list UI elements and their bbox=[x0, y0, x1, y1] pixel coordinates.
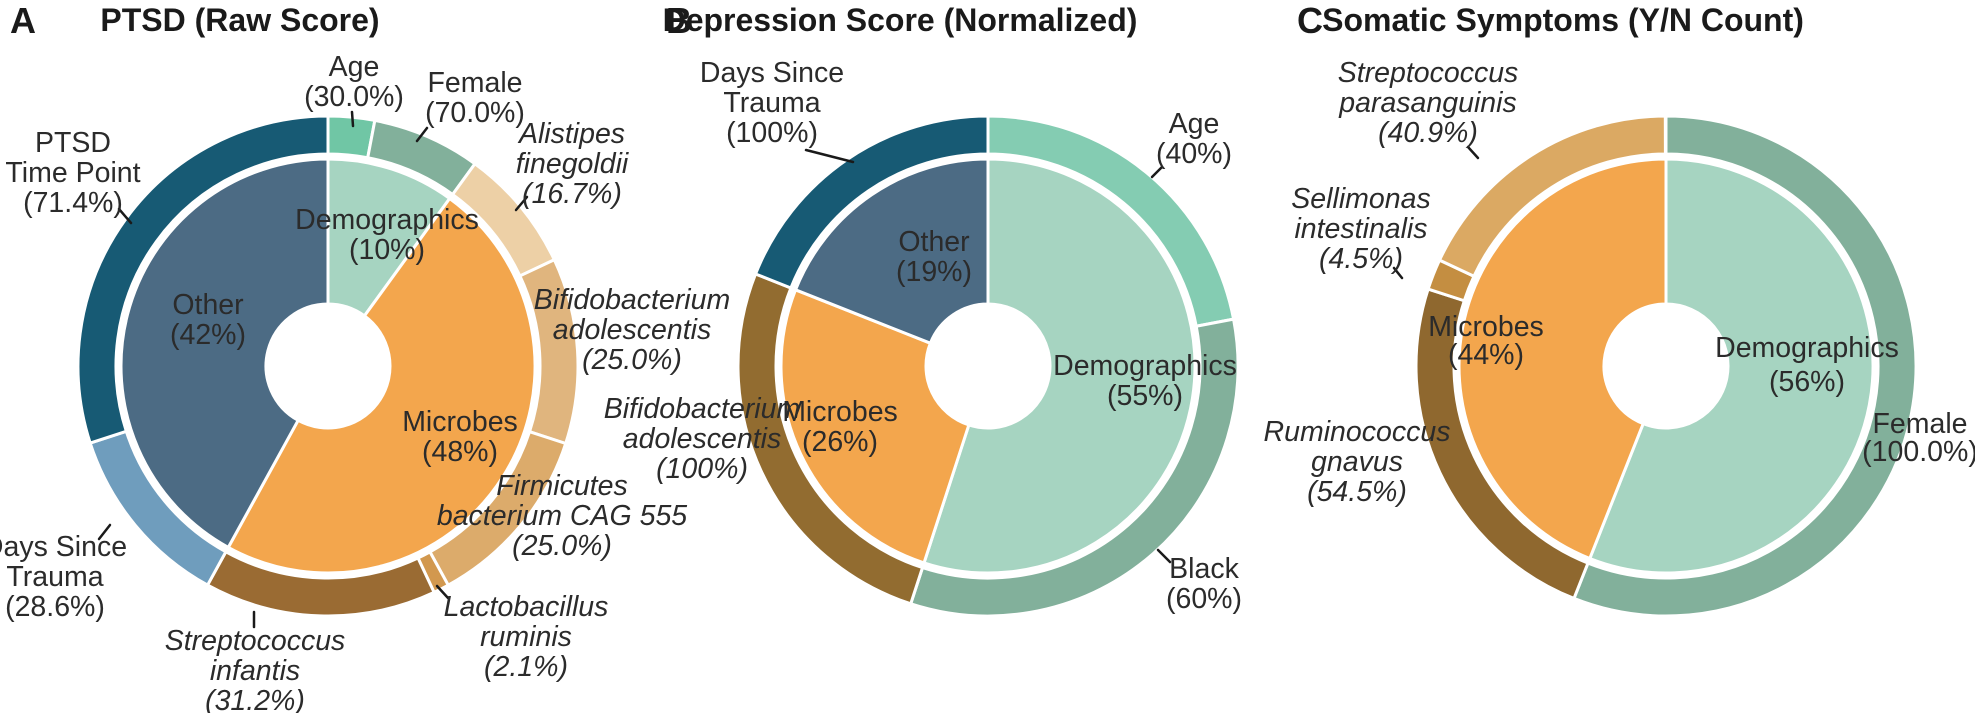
label-a-streptococcus-infantis-pct: (31.2%) bbox=[205, 685, 305, 713]
label-a-other-line-0: Other bbox=[172, 289, 244, 321]
label-a-alistipes-finegoldii-line-0: Alistipes bbox=[517, 118, 625, 150]
label-a-alistipes-finegoldii-pct: (16.7%) bbox=[522, 178, 622, 210]
label-a-days-since-trauma-line-0: Days Since bbox=[0, 531, 127, 563]
leader-line-c-1 bbox=[1392, 266, 1404, 280]
label-b-days-since-trauma-pct: (100%) bbox=[726, 117, 818, 149]
label-b-age-line-0: Age bbox=[1169, 108, 1220, 140]
label-a-firmicutes-bacterium-cag-555-line-0: Firmicutes bbox=[496, 470, 627, 502]
wedge-b-inner-demographics bbox=[922, 157, 1197, 575]
label-a-microbes-pct: (48%) bbox=[422, 436, 498, 468]
wedge-b-outer-days-since-trauma bbox=[754, 114, 990, 290]
label-a-days-since-trauma-line-1: Trauma bbox=[6, 561, 103, 593]
label-b-microbes-line-0: Microbes bbox=[782, 396, 898, 428]
leader-line-a-2 bbox=[514, 195, 529, 212]
label-c-sellimonas-intestinalis-pct: (4.5%) bbox=[1319, 243, 1403, 275]
label-a-days-since-trauma-pct: (28.6%) bbox=[5, 591, 105, 623]
label-a-ptsd-time-point-line-1: Time Point bbox=[5, 157, 140, 189]
label-c-sellimonas-intestinalis-line-0: Sellimonas bbox=[1291, 183, 1430, 215]
label-b-black-pct: (60%) bbox=[1166, 583, 1242, 615]
label-c-female-pct: (100.0%) bbox=[1862, 436, 1975, 468]
label-b-black-line-0: Black bbox=[1169, 553, 1239, 585]
wedge-b-inner-microbes bbox=[779, 288, 971, 565]
label-a-firmicutes-bacterium-cag-555-line-1: bacterium CAG 555 bbox=[437, 500, 687, 532]
label-b-microbes-pct: (26%) bbox=[802, 426, 878, 458]
label-c-microbes-pct: (44%) bbox=[1448, 339, 1524, 371]
label-b-demographics-line-0: Demographics bbox=[1053, 350, 1237, 382]
label-b-other-line-0: Other bbox=[898, 226, 970, 258]
label-b-days-since-trauma-line-1: Trauma bbox=[723, 87, 820, 119]
label-a-ptsd-time-point-pct: (71.4%) bbox=[23, 187, 123, 219]
label-a-age-line-0: Age bbox=[329, 51, 380, 83]
label-a-female-pct: (70.0%) bbox=[425, 97, 525, 129]
wedge-c-inner-demographics bbox=[1588, 157, 1875, 575]
label-c-streptococcus-parasanguinis-line-0: Streptococcus bbox=[1338, 57, 1519, 89]
panel-title-b: Depression Score (Normalized) bbox=[663, 2, 1138, 38]
label-a-ptsd-time-point-line-0: PTSD bbox=[35, 127, 111, 159]
label-a-bifidobacterium-adolescentis-line-0: Bifidobacterium bbox=[534, 284, 730, 316]
label-b-demographics-pct: (55%) bbox=[1107, 380, 1183, 412]
wedge-a-inner-demographics bbox=[326, 157, 452, 318]
label-a-bifidobacterium-adolescentis-line-1: adolescentis bbox=[553, 314, 711, 346]
leader-line-b-2 bbox=[804, 148, 855, 164]
label-a-streptococcus-infantis-line-0: Streptococcus bbox=[165, 625, 346, 657]
panel-letter-a: A bbox=[10, 0, 36, 41]
wedge-c-outer-female bbox=[1572, 114, 1918, 618]
label-b-bifidobacterium-adolescentis-pct: (100%) bbox=[656, 453, 748, 485]
label-b-other-pct: (19%) bbox=[896, 256, 972, 288]
leader-line-b-1 bbox=[1156, 548, 1172, 564]
wedge-a-outer-ptsd-time-point bbox=[76, 114, 330, 445]
label-a-lactobacillus-ruminis-pct: (2.1%) bbox=[484, 651, 568, 683]
label-a-microbes-line-0: Microbes bbox=[402, 406, 518, 438]
label-a-other-pct: (42%) bbox=[170, 319, 246, 351]
label-a-bifidobacterium-adolescentis-pct: (25.0%) bbox=[582, 344, 682, 376]
label-b-age-pct: (40%) bbox=[1156, 138, 1232, 170]
label-c-demographics-pct: (56%) bbox=[1769, 366, 1845, 398]
wedge-c-outer-streptococcus-parasanguinis bbox=[1438, 114, 1667, 278]
label-c-demographics-line-0: Demographics bbox=[1715, 332, 1899, 364]
wedge-a-inner-microbes bbox=[226, 197, 537, 575]
label-b-bifidobacterium-adolescentis-line-0: Bifidobacterium bbox=[604, 393, 800, 425]
label-a-alistipes-finegoldii-line-1: finegoldii bbox=[516, 148, 629, 180]
label-a-demographics-line-0: Demographics bbox=[295, 204, 479, 236]
leader-line-a-1 bbox=[415, 126, 429, 143]
leader-line-a-0 bbox=[350, 110, 355, 128]
label-c-streptococcus-parasanguinis-pct: (40.9%) bbox=[1378, 117, 1478, 149]
label-b-days-since-trauma-line-0: Days Since bbox=[700, 57, 844, 89]
label-c-streptococcus-parasanguinis-line-1: parasanguinis bbox=[1338, 87, 1516, 119]
label-c-sellimonas-intestinalis-line-1: intestinalis bbox=[1294, 213, 1427, 245]
leader-line-a-3 bbox=[117, 207, 133, 225]
leader-line-c-0 bbox=[1466, 145, 1480, 160]
panel-letter-c: C bbox=[1297, 0, 1323, 41]
label-a-demographics-pct: (10%) bbox=[349, 234, 425, 266]
leader-line-a-4 bbox=[97, 523, 112, 541]
label-c-ruminococcus-gnavus-line-1: gnavus bbox=[1311, 446, 1403, 478]
leader-line-b-0 bbox=[1150, 165, 1164, 179]
label-c-female-line-0: Female bbox=[1872, 408, 1967, 440]
label-a-streptococcus-infantis-line-1: infantis bbox=[210, 655, 300, 687]
label-a-lactobacillus-ruminis-line-0: Lactobacillus bbox=[444, 591, 609, 623]
panel-letter-b: B bbox=[666, 0, 692, 41]
label-a-lactobacillus-ruminis-line-1: ruminis bbox=[480, 621, 572, 653]
panel-a: A PTSD (Raw Score) Demographics(10%) Microb… bbox=[0, 0, 730, 713]
label-c-microbes-line-0: Microbes bbox=[1428, 311, 1544, 343]
label-a-firmicutes-bacterium-cag-555-pct: (25.0%) bbox=[512, 530, 612, 562]
wedge-a-inner-other bbox=[119, 157, 330, 549]
label-a-age-pct: (30.0%) bbox=[304, 81, 404, 113]
label-a-female-line-0: Female bbox=[427, 67, 522, 99]
panel-title-c: Somatic Symptoms (Y/N Count) bbox=[1322, 2, 1804, 38]
label-c-ruminococcus-gnavus-pct: (54.5%) bbox=[1307, 476, 1407, 508]
leader-line-a-6 bbox=[435, 584, 450, 600]
wedge-c-inner-microbes bbox=[1457, 157, 1668, 560]
wedge-b-inner-other bbox=[794, 157, 990, 345]
label-b-bifidobacterium-adolescentis-line-1: adolescentis bbox=[623, 423, 781, 455]
label-c-ruminococcus-gnavus-line-0: Ruminococcus bbox=[1264, 416, 1451, 448]
panel-title-a: PTSD (Raw Score) bbox=[100, 2, 379, 38]
